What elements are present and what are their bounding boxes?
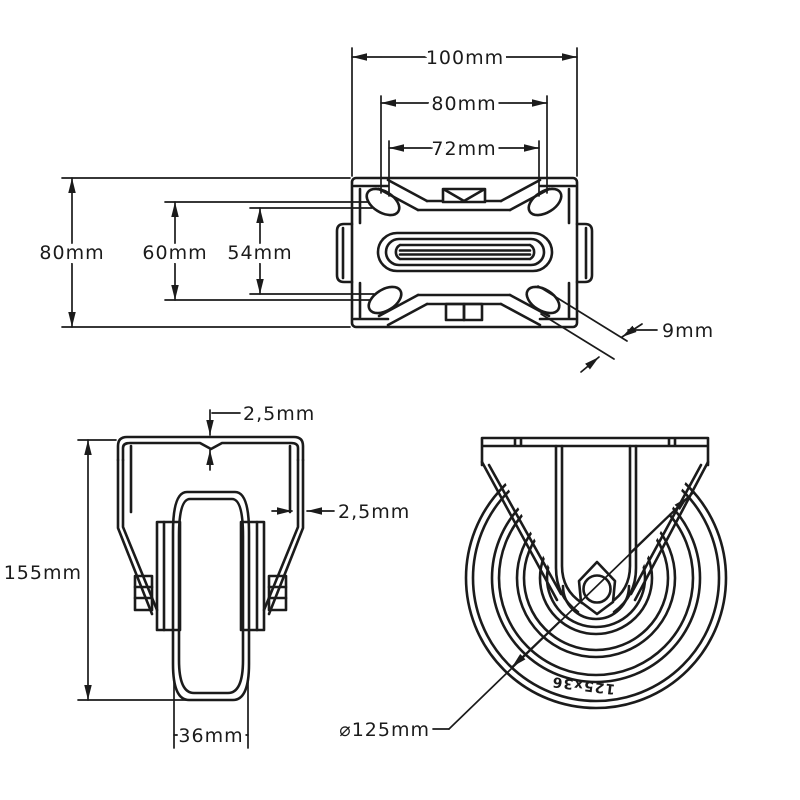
top-bend-band	[416, 199, 512, 212]
diameter-arrow-lower	[511, 620, 561, 668]
dim-wheel-diameter-label: ⌀125mm	[339, 719, 430, 741]
dim-bracket-thickness-label: 2,5mm	[338, 501, 410, 523]
bracket-plate-outer	[116, 435, 305, 462]
dim-60mm-label: 60mm	[142, 242, 207, 264]
right-axle-nut	[267, 574, 288, 612]
right-fork-leg	[262, 458, 305, 616]
left-axle-tab	[335, 222, 354, 284]
plate-side-profile	[480, 436, 710, 467]
center-slot-outer	[376, 231, 554, 273]
ext-lines-9mm	[537, 285, 628, 360]
dim-80mm-depth-label: 80mm	[39, 242, 104, 264]
nut-right-half	[462, 302, 484, 322]
ext-lines-54mm	[249, 207, 375, 295]
side-view-dimensions: ⌀125mm	[339, 491, 695, 741]
top-v-mark	[443, 188, 485, 203]
nut-left-half	[444, 302, 466, 322]
front-view	[116, 435, 305, 702]
right-axle-tab	[575, 222, 594, 284]
ext-lines-60mm	[164, 201, 371, 301]
left-axle-nut-facets	[133, 585, 154, 600]
inner-bend-lines	[129, 444, 292, 514]
dim-80mm-width-label: 80mm	[431, 93, 496, 115]
dim-36mm-label: 36mm	[178, 725, 243, 747]
left-hub-plate	[155, 520, 182, 632]
ext-lines-80mm-depth	[61, 177, 351, 328]
right-axle-nut-facets	[267, 585, 288, 600]
axle-center-hole	[582, 574, 612, 604]
tread-lines-through-slot	[394, 243, 536, 261]
ext-lines-100mm	[351, 47, 578, 177]
diameter-arrow-upper	[631, 496, 689, 552]
tire-inner-profile	[177, 497, 245, 695]
bracket-slope-edges	[480, 460, 710, 602]
top-view-dimensions: 100mm 80mm 72mm 80mm 60mm 54mm 9mm	[35, 43, 714, 373]
bolt-hole-bottom-right	[525, 285, 561, 315]
plate-outline	[350, 176, 579, 329]
dim-155mm-label: 155mm	[4, 562, 82, 584]
side-view: 125x36	[464, 436, 728, 710]
dim-54mm-label: 54mm	[227, 242, 292, 264]
hub-boss-arc	[561, 584, 631, 621]
dim-arrow-9mm-lower	[580, 356, 600, 373]
center-slot-inner	[384, 237, 546, 267]
bracket-leg-edges	[554, 444, 638, 614]
bottom-bend-band	[416, 293, 512, 306]
dim-plate-thickness-label: 2,5mm	[243, 403, 315, 425]
dim-9mm-label: 9mm	[662, 320, 714, 342]
bracket-silhouette	[482, 438, 708, 624]
bracket-plate-inner	[121, 441, 300, 462]
front-view-dimensions: 2,5mm 2,5mm 155mm 36mm	[4, 403, 410, 752]
dim-72mm-label: 72mm	[431, 138, 496, 160]
top-view-plate	[335, 176, 594, 329]
corner-bend-lines	[377, 178, 551, 327]
right-hub-plate	[239, 520, 266, 632]
bolt-hole-bottom-left	[367, 285, 403, 315]
ext-lines-80mm-width	[380, 95, 548, 194]
left-fork-leg	[116, 458, 159, 616]
bolt-hole-top-right	[527, 187, 563, 217]
dim-100mm-label: 100mm	[426, 47, 504, 69]
tire-marking-text: 125x36	[551, 673, 616, 697]
left-axle-nut	[133, 574, 154, 612]
tire-outer-profile	[171, 490, 251, 702]
